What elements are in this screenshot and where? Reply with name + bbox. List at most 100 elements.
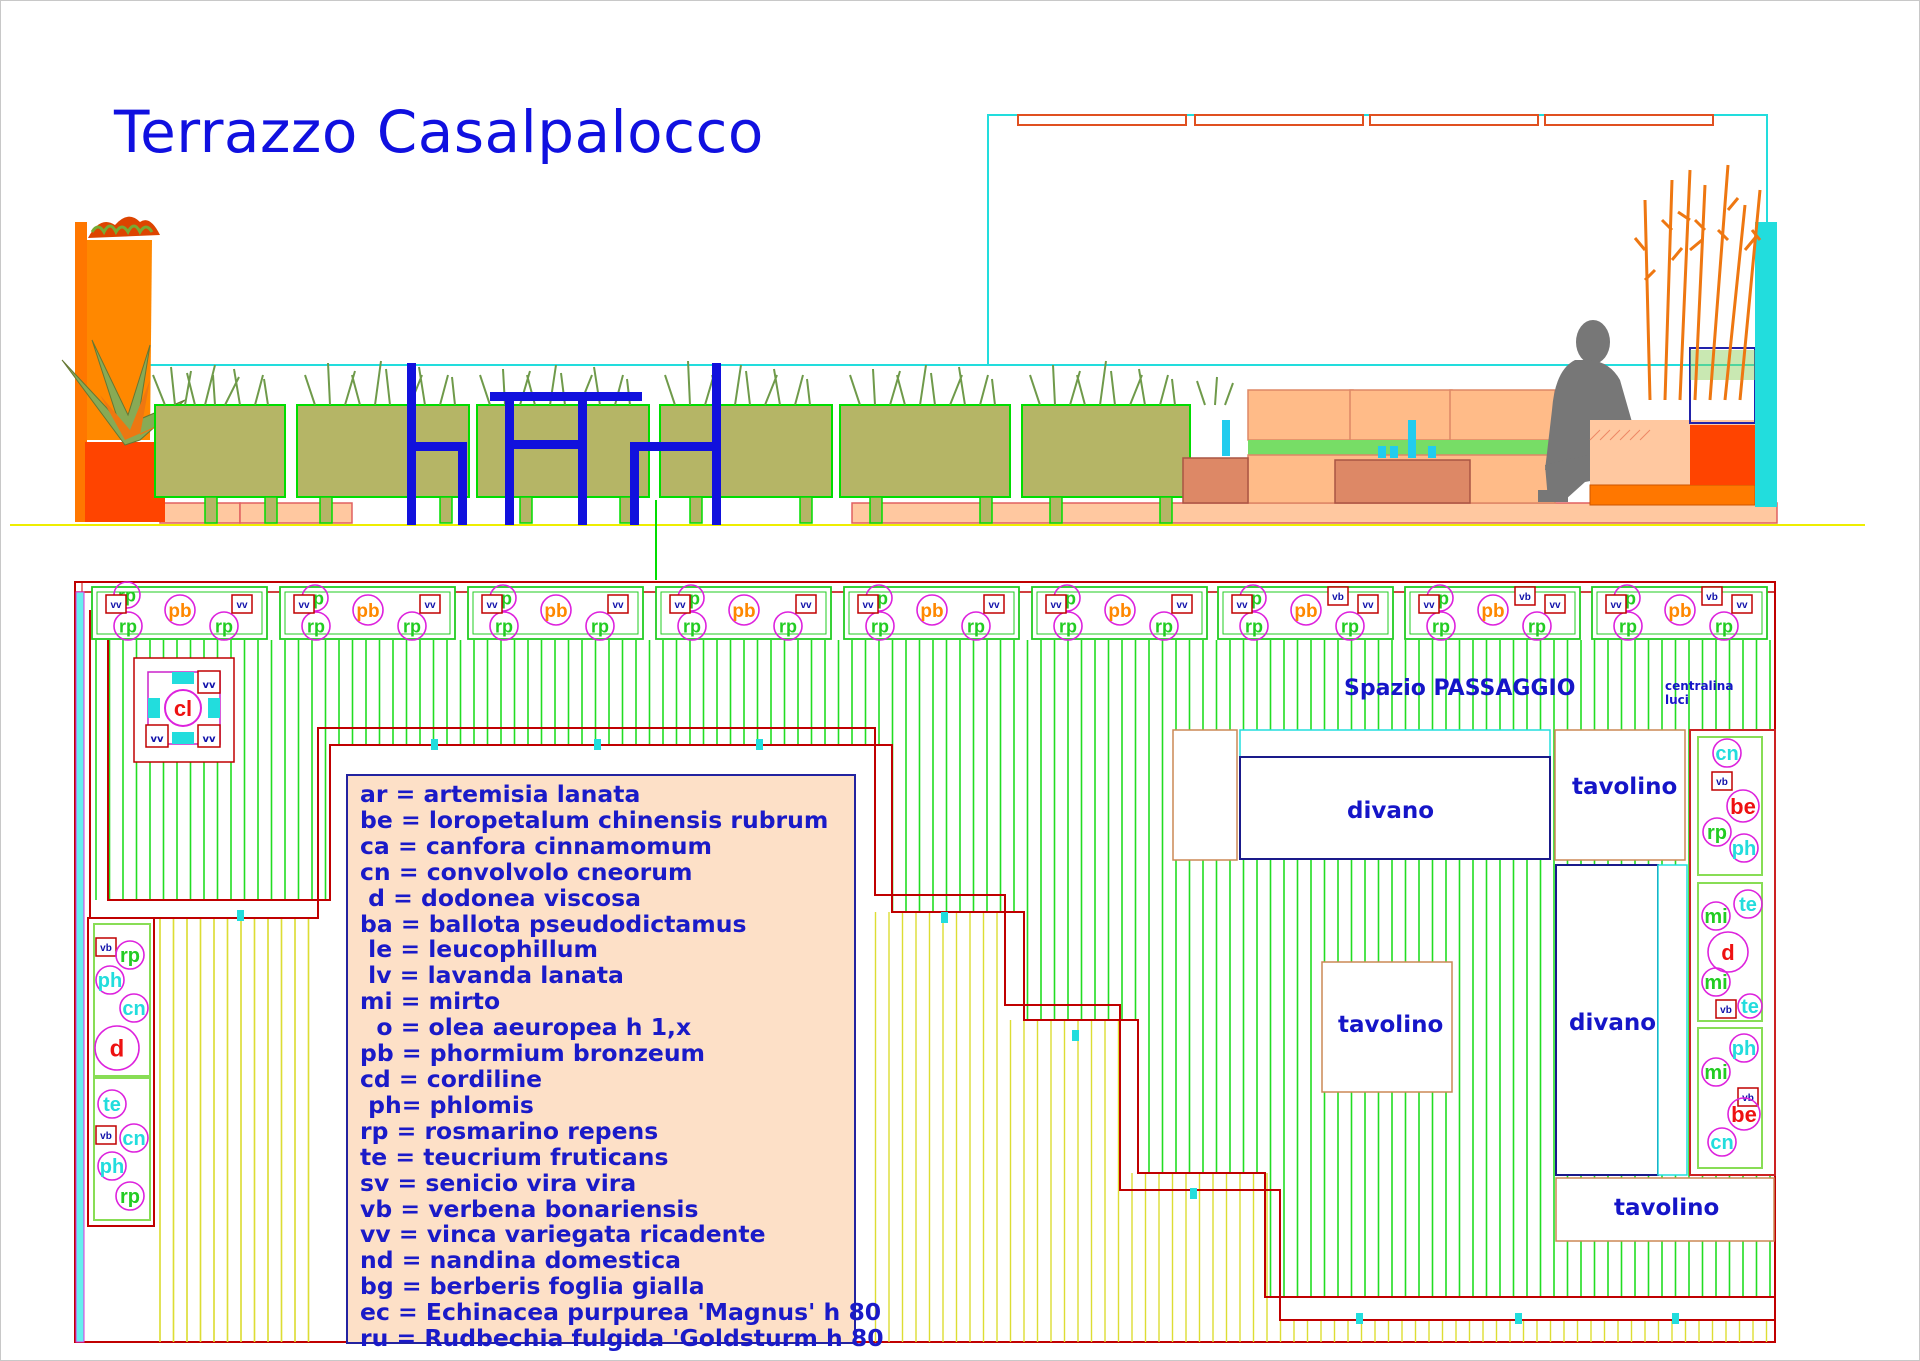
legend-item: d = dodonea viscosa [360,883,641,912]
label-divano-right: divano [1569,1010,1657,1036]
plant-code-rp: rp [1155,616,1173,636]
legend-item: nd = nandina domestica [360,1246,682,1275]
legend-item: ph= phlomis [360,1090,534,1119]
deck-boards-yellow [159,912,1768,1342]
label-spazio-passaggio: Spazio PASSAGGIO [1344,676,1576,701]
plant-code-te: te [1741,996,1759,1018]
plant-code-vb: vb [1716,777,1728,788]
plant-code-rp: rp [1528,616,1546,636]
plant-code-vv: vv [674,600,686,611]
legend-item: ca = canfora cinnamomum [360,831,712,860]
svg-text:vv: vv [202,680,216,691]
svg-text:vv: vv [202,734,216,745]
light-markers [237,739,1679,1324]
plant-code-cn: cn [122,998,145,1020]
plant-code-ph: ph [1732,1038,1756,1060]
plant-code-ph: ph [1732,838,1756,860]
plant-code-vb: vb [1519,592,1531,603]
pergola [987,114,1768,365]
plant-code-vb: vb [100,943,112,954]
plant-code-pb: pb [544,601,567,622]
plant-code-vv: vv [1236,600,1248,611]
plant-code-rp: rp [779,616,797,636]
plant-code-pb: pb [1481,601,1504,622]
plant-code-cn: cn [1715,743,1738,765]
plant-code-d: d [1721,940,1734,965]
plant-code-rp: rp [683,616,701,636]
plant-code-be: be [1730,794,1756,819]
plant-code-vv: vv [298,600,310,611]
legend-item: cn = convolvolo cneorum [360,857,693,886]
plant-code-te: te [103,1094,121,1116]
legend-item: ec = Echinacea purpurea 'Magnus' h 80 [360,1298,882,1327]
plant-code-rp: rp [1619,616,1637,636]
plant-code-vv: vv [800,600,812,611]
plant-code-pb: pb [732,601,755,622]
label-tavolino-top: tavolino [1572,774,1678,800]
plant-code-vv: vv [424,600,436,611]
plant-code-ph: ph [100,1156,124,1178]
legend-item: rp = rosmarino repens [360,1116,659,1145]
grasses [152,360,1234,406]
drawing-title: Terrazzo Casalpalocco [114,98,764,166]
legend-item: bg = berberis foglia gialla [360,1272,705,1301]
legend-item: te = teucrium fruticans [360,1142,669,1171]
plant-code-vv: vv [1736,600,1748,611]
plant-code-pb: pb [356,601,379,622]
legend-item: ru = Rudbechia fulgida 'Goldsturm h 80 [360,1324,884,1353]
plant-code-rp: rp [591,616,609,636]
legend-item: ar = artemisia lanata [360,780,641,808]
plant-code-be: be [1731,1102,1757,1127]
table-chairs [407,363,721,525]
plant-code-vv: vv [1423,600,1435,611]
label-centralina-line2: luci [1665,693,1689,707]
plant-code-rp: rp [1707,822,1727,844]
plant-code-rp: rp [1245,616,1263,636]
plant-code-mi: mi [1704,1062,1727,1084]
label-centralina: centralina luci [1665,679,1733,707]
plant-code-vb: vb [1706,592,1718,603]
plant-code-vv: vv [1362,600,1374,611]
plant-code-pb: pb [920,601,943,622]
plant-code-rp: rp [1432,616,1450,636]
legend-item: cd = cordiline [360,1064,543,1093]
legend-item: lv = lavanda lanata [360,961,624,990]
plant-code-rp: rp [120,945,140,967]
legend-item: pb = phormium bronzeum [360,1039,706,1068]
plant-code-rp: rp [967,616,985,636]
plant-code-vv: vv [1176,600,1188,611]
label-centralina-line1: centralina [1665,679,1734,693]
plant-code-rp: rp [495,616,513,636]
plant-code-rp: rp [1059,616,1077,636]
plant-code-vv: vv [236,600,248,611]
plant-code-vv: vv [1050,600,1062,611]
plant-code-pb: pb [1668,601,1691,622]
plant-code-rp: rp [403,616,421,636]
plant-code-vv: vv [1610,600,1622,611]
plant-code-pb: pb [168,601,191,622]
plant-code-mi: mi [1704,906,1727,928]
legend-item: o = olea aeuropea h 1,x [360,1013,692,1042]
plant-code-vb: vb [1720,1005,1732,1016]
legend-item: be = loropetalum chinensis rubrum [360,805,829,834]
plant-code-vv: vv [486,600,498,611]
path-outline [89,610,1775,1321]
plant-code-pb: pb [1108,601,1131,622]
plant-code-rp: rp [1341,616,1359,636]
plant-code-d: d [110,1036,125,1063]
plant-code-vv: vv [612,600,624,611]
